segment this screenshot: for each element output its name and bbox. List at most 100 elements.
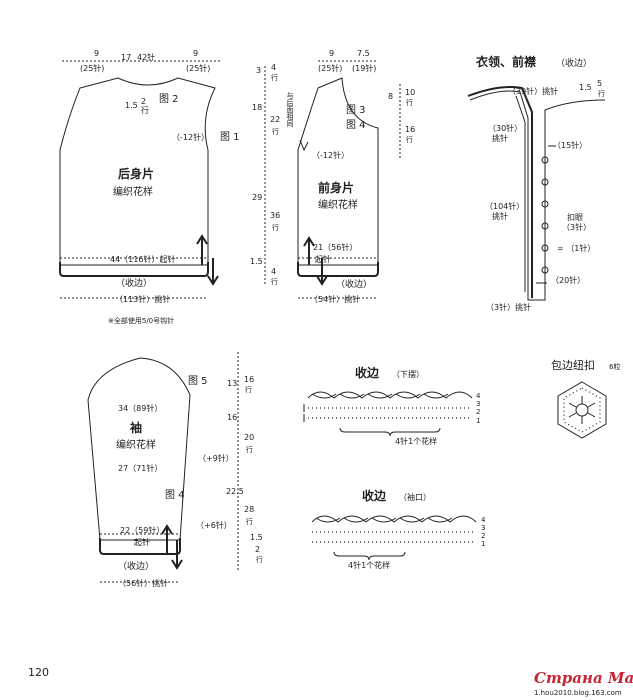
button-spokes [568, 396, 596, 424]
sleeve-edge-label: （收边） [118, 560, 154, 572]
front-pickup-label: （54针）挑针 [310, 294, 360, 304]
back-side-hem-rows: 4 [271, 267, 276, 276]
back-decrease-label: （-12针） [172, 132, 209, 142]
front-side-armhole-rows: 16 [405, 125, 415, 134]
sleeve-upper-unit: 行 [246, 445, 253, 454]
front-side-neck-rows: 10 [405, 88, 415, 97]
buttonhole-3 [541, 200, 549, 208]
back-neck-value: 17 [121, 53, 131, 62]
front-fig-3-label: 图 3 [346, 104, 366, 116]
hem-edging-note: （下摆） [392, 369, 424, 379]
collar-band-width: 1.5 [579, 83, 592, 92]
back-neck-drop-unit: 行 [141, 105, 149, 115]
buttonhole-stitches: （3针） [562, 222, 591, 232]
hem-edging-chart: 收边 （下摆） 4 3 2 1 4针1个花样 [303, 365, 481, 446]
back-side-hem-cm: 1.5 [250, 257, 263, 266]
page-number: 120 [28, 666, 49, 679]
cuff-edging-stitches [311, 515, 477, 543]
cuff-edging-chart: 收边 （袖口） 4 3 2 1 4针1个花样 [311, 488, 486, 570]
collar-band-edge [467, 86, 533, 298]
sleeve-mid-width: 27（71针） [118, 463, 162, 473]
button-title: 包边纽扣 [551, 358, 595, 372]
buttonhole-marks [541, 156, 549, 274]
buttonhole-label: 扣眼 [567, 212, 583, 222]
covered-button-diagram: 包边纽扣 6粒 [551, 358, 620, 439]
cuff-edging-row-label-2: 2 [481, 532, 485, 540]
front-width-label: 21（56针） [313, 242, 357, 252]
back-pattern-label: 编织花样 [113, 185, 153, 198]
front-direction-arrow-down [316, 258, 328, 286]
sleeve-cuff-rows: 2 [255, 545, 260, 554]
front-neck-stitches: (19针) [352, 63, 376, 73]
cuff-edging-row-label-1: 1 [481, 540, 485, 548]
front-fig-4-label: 图 4 [346, 119, 366, 131]
hem-edging-row-label-1: 1 [476, 417, 480, 425]
sleeve-cuff-width: 22（59针） [120, 525, 164, 535]
cuff-edging-repeat-brace [333, 551, 406, 561]
cuff-edging-row-label-4: 4 [481, 516, 486, 524]
sleeve-cap-unit: 行 [245, 385, 252, 394]
hem-edging-stitches [303, 391, 473, 422]
front-shoulder-value: 9 [329, 49, 334, 58]
sleeve-lower-unit: 行 [246, 517, 253, 526]
cuff-edging-repeat-label: 4针1个花样 [348, 560, 390, 570]
back-piece-outline [59, 77, 216, 266]
back-neck-drop-rows: 2 [141, 97, 146, 106]
button-stitch-ring [563, 387, 601, 433]
front-side-neck-cm: 8 [388, 92, 393, 101]
sleeve-title: 袖 [130, 420, 142, 435]
sleeve-upper-rows: 20 [244, 433, 254, 442]
back-neck-stitches: 42针 [137, 52, 155, 62]
front-hem-band [297, 262, 379, 277]
sleeve-direction-arrow-up [161, 524, 173, 554]
front-side-neck-unit: 行 [406, 98, 413, 107]
sleeve-direction-arrow-down [171, 540, 183, 570]
collar-bottom-pickup: （3针）挑针 [486, 302, 531, 312]
hem-edging-repeat-brace [339, 427, 441, 437]
front-piece: 9 7.5 (25针) (19针) 与后面相同 图 3 图 4 （-12针） 前… [286, 49, 379, 304]
collar-title: 衣领、前襟 [476, 54, 536, 69]
back-fig-2-label: 图 2 [159, 93, 179, 105]
hem-edging-arcs [307, 391, 473, 399]
collar-band-rows: 5 [597, 79, 602, 88]
front-edge-label: （收边） [336, 278, 372, 290]
sleeve-upper-cm: 16 [227, 413, 237, 422]
front-same-as-back-note: 与后面相同 [286, 92, 294, 128]
buttonhole-5 [541, 244, 549, 252]
site-watermark: Страна Мам [534, 669, 633, 687]
front-direction-arrow-up [303, 236, 315, 265]
buttonhole-6 [541, 266, 549, 274]
collar-front-stitches: （104针） [485, 201, 524, 211]
back-cast-on-label: 44（116针）起针 [110, 254, 175, 264]
buttonhole-2 [541, 178, 549, 186]
collar-bottom-band-stitches: （20针） [551, 275, 585, 285]
sleeve-cuff-band [99, 538, 181, 555]
front-side-pointer [299, 139, 309, 152]
hem-edging-row-label-3: 3 [476, 400, 480, 408]
sleeve-cap-cm: 13 [227, 379, 237, 388]
collar-slope-stitches: （30针） [488, 123, 522, 133]
back-shoulder-right-stitches: (25针) [186, 63, 210, 73]
back-shoulder-right-value: 9 [193, 49, 198, 58]
front-side-measurements: 8 10 行 16 行 [388, 84, 415, 158]
hem-edging-title: 收边 [355, 365, 380, 380]
cuff-edging-title: 收边 [362, 488, 387, 503]
back-side-body-cm: 29 [252, 193, 262, 202]
collar-title-note: （收边） [556, 57, 592, 69]
sleeve-cuff-unit: 行 [256, 555, 263, 564]
collar-band-diagram: 衣领、前襟 （收边） （39针）挑针 1.5 5 行 （30针） 挑针 （15针… [467, 54, 606, 312]
collar-band-inner [515, 95, 526, 292]
hook-note: ※全部使用5/0号钩针 [108, 316, 174, 325]
back-shoulder-left-stitches: (25针) [80, 63, 104, 73]
sleeve-fig-5-label: 图 5 [188, 375, 208, 387]
sleeve-piece: 图 5 34（89针） 袖 编织花样 27（71针） 图 4 22（59针） 起… [87, 357, 234, 588]
back-side-shoulder-unit: 行 [271, 73, 278, 82]
collar-band-unit: 行 [598, 89, 605, 98]
back-side-shoulder-rows: 4 [271, 63, 276, 72]
back-direction-arrow-up [196, 234, 208, 265]
button-center-ring [575, 403, 589, 417]
cuff-edging-arcs [311, 515, 477, 523]
back-piece: 9 17 42针 9 (25针) (25针) 1.5 2 行 图 2 图 1 （… [59, 49, 240, 325]
buttonhole-legend: = （1针） [557, 243, 595, 253]
